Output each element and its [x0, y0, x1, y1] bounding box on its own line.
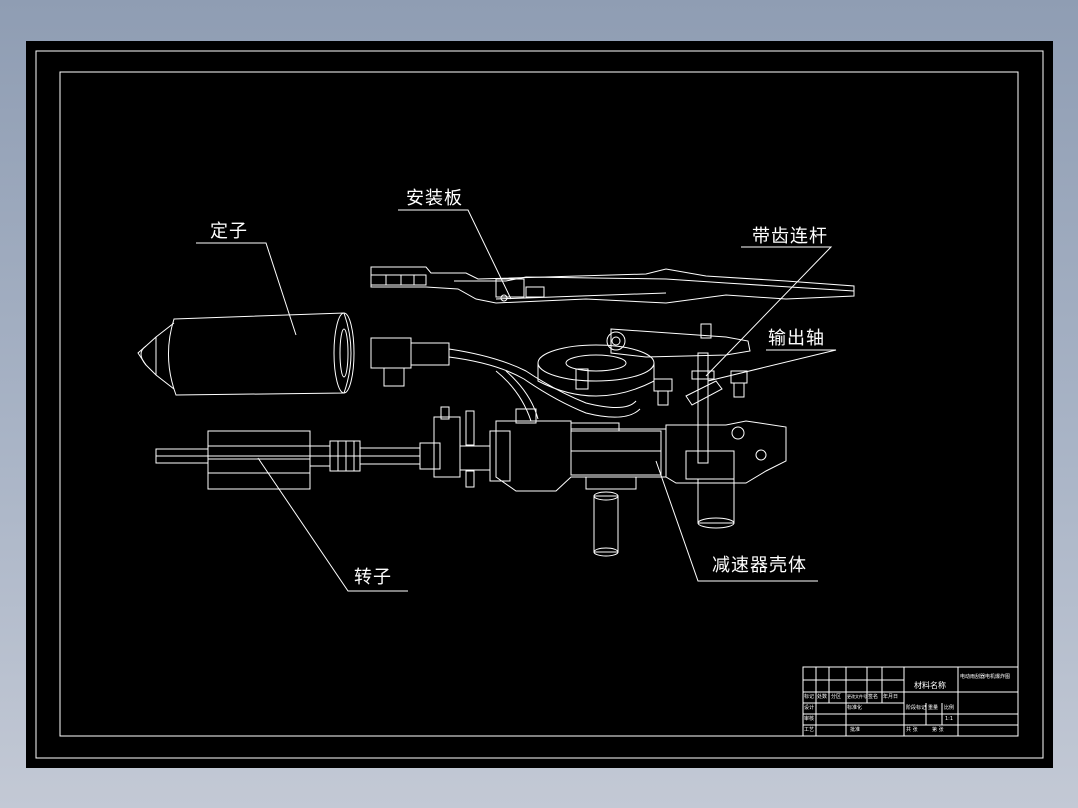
title-block-row-approve: 批准	[850, 727, 861, 733]
rotor-part	[155, 430, 441, 490]
title-block-row-process: 工艺	[804, 727, 815, 733]
gear-housing-part	[495, 408, 787, 529]
title-block-row-check: 审核	[804, 716, 815, 722]
title-block-weight: 重量	[928, 705, 939, 711]
brush-holder-part	[433, 406, 511, 488]
label-toothed-link: 带齿连杆	[752, 226, 828, 247]
drawing-sheet: 安装板 定子 带齿连杆 输出轴 转子 减速器壳体 材料名称 电动雨刮器电机爆炸图…	[26, 41, 1053, 768]
outer-frame	[35, 50, 1044, 759]
title-block-col-change: 更改文件号	[847, 694, 867, 699]
stator-part	[137, 312, 355, 396]
leader-lines	[196, 209, 837, 592]
title-block-part-name: 材料名称	[914, 681, 946, 690]
title-block-row-design: 设计	[804, 705, 815, 711]
title-block-scale: 比例	[944, 705, 955, 711]
label-stator: 定子	[210, 221, 248, 242]
title-block-sheets-total: 共 张	[906, 727, 918, 733]
title-block-stage-mark: 阶段标记	[906, 705, 927, 711]
title-block-grid	[802, 666, 1019, 737]
title-block-col-sign: 签名	[868, 694, 879, 700]
mounting-plate-part	[370, 266, 855, 304]
label-gear-housing: 减速器壳体	[712, 555, 807, 576]
title-block-scale-value: 1:1	[945, 716, 954, 722]
title-block-col-count: 处数	[817, 694, 828, 700]
exploded-view-drawing	[35, 50, 1044, 759]
connector-part	[370, 337, 641, 422]
output-shaft-part	[685, 352, 748, 464]
title-block-sheet-no: 第 张	[932, 727, 944, 733]
worm-gear-part	[537, 344, 673, 406]
label-rotor: 转子	[354, 567, 392, 588]
title-block-col-zone: 分区	[831, 694, 842, 700]
title-block-col-mark: 标记	[804, 694, 815, 700]
title-block-drawing-title: 电动雨刮器电机爆炸图	[960, 674, 1011, 680]
inner-frame	[59, 71, 1019, 737]
bushing-part	[593, 491, 619, 557]
toothed-link-part	[606, 323, 751, 358]
label-mounting-plate: 安装板	[406, 188, 463, 209]
title-block-row-standard: 标准化	[847, 705, 863, 711]
label-output-shaft: 输出轴	[768, 328, 825, 349]
title-block-col-date: 年月日	[883, 694, 899, 700]
